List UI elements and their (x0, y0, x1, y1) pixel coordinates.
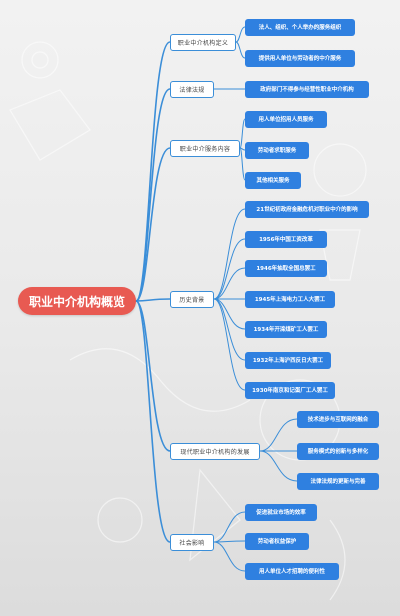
leaf-label: 1946年抽取全国总罢工 (256, 266, 316, 272)
leaf-label: 法人、组织、个人举办的服务组织 (258, 25, 342, 31)
leaf-topic[interactable]: 其他相关服务 (245, 171, 301, 189)
leaf-topic[interactable]: 1956年中国工资改革 (245, 230, 327, 248)
branch-label: 职业中介服务内容 (179, 145, 231, 153)
leaf-label: 其他相关服务 (256, 178, 290, 184)
leaf-label: 促进就业市场的效率 (256, 510, 306, 516)
leaf-topic[interactable]: 法人、组织、个人举办的服务组织 (245, 18, 355, 36)
leaf-topic[interactable]: 1932年上海沪西反日大罢工 (245, 351, 331, 369)
leaf-label: 1956年中国工资改革 (259, 237, 313, 243)
leaf-topic[interactable]: 服务模式的创新与多样化 (297, 442, 379, 460)
leaf-label: 用人单位招用人员服务 (258, 117, 314, 123)
leaf-label: 提供用人单位与劳动者的中介服务 (258, 56, 342, 62)
leaf-label: 用人单位人才招聘的便利性 (258, 569, 325, 575)
branch-topic[interactable]: 现代职业中介机构的发展 (170, 442, 260, 460)
leaf-label: 1932年上海沪西反日大罢工 (252, 358, 324, 364)
root-topic[interactable]: 职业中介机构概览 (18, 287, 136, 315)
leaf-topic[interactable]: 1945年上海电力工人大罢工 (245, 290, 335, 308)
leaf-topic[interactable]: 1946年抽取全国总罢工 (245, 259, 327, 277)
branch-topic[interactable]: 社会影响 (170, 533, 214, 551)
leaf-label: 劳动者权益保护 (257, 539, 297, 545)
branch-label: 历史背景 (179, 296, 205, 304)
branch-label: 社会影响 (179, 539, 205, 547)
leaf-topic[interactable]: 1930年南京和记蛋厂工人罢工 (245, 381, 335, 399)
leaf-topic[interactable]: 21世纪初政府金融危机对职业中介的影响 (245, 200, 369, 218)
leaf-label: 1945年上海电力工人大罢工 (254, 297, 326, 303)
leaf-label: 1930年南京和记蛋厂工人罢工 (252, 388, 328, 394)
leaf-label: 政府部门不得参与经营性职业中介机构 (260, 87, 354, 93)
leaf-label: 技术进步与互联网的融合 (307, 417, 369, 423)
leaf-topic[interactable]: 用人单位招用人员服务 (245, 110, 327, 128)
leaf-topic[interactable]: 1934年开滦煤矿工人罢工 (245, 320, 327, 338)
leaf-topic[interactable]: 劳动者权益保护 (245, 532, 309, 550)
branch-label: 职业中介机构定义 (177, 39, 229, 47)
leaf-label: 法律法规的更新与完善 (310, 479, 366, 485)
leaf-topic[interactable]: 政府部门不得参与经营性职业中介机构 (245, 80, 369, 98)
leaf-topic[interactable]: 技术进步与互联网的融合 (297, 410, 379, 428)
branch-topic[interactable]: 法律法规 (170, 80, 214, 98)
leaf-label: 劳动者求职服务 (257, 148, 297, 154)
leaf-label: 服务模式的创新与多样化 (307, 449, 369, 455)
branch-label: 现代职业中介机构的发展 (180, 448, 250, 456)
leaf-topic[interactable]: 劳动者求职服务 (245, 141, 309, 159)
leaf-topic[interactable]: 法律法规的更新与完善 (297, 472, 379, 490)
leaf-topic[interactable]: 用人单位人才招聘的便利性 (245, 562, 339, 580)
leaf-label: 21世纪初政府金融危机对职业中介的影响 (256, 207, 358, 213)
root-title: 职业中介机构概览 (28, 294, 125, 309)
branch-topic[interactable]: 职业中介机构定义 (170, 33, 236, 51)
leaf-topic[interactable]: 提供用人单位与劳动者的中介服务 (245, 49, 355, 67)
branch-label: 法律法规 (179, 86, 205, 94)
branch-topic[interactable]: 职业中介服务内容 (170, 139, 240, 157)
leaf-topic[interactable]: 促进就业市场的效率 (245, 503, 317, 521)
leaf-label: 1934年开滦煤矿工人罢工 (253, 327, 319, 333)
branch-topic[interactable]: 历史背景 (170, 290, 214, 308)
